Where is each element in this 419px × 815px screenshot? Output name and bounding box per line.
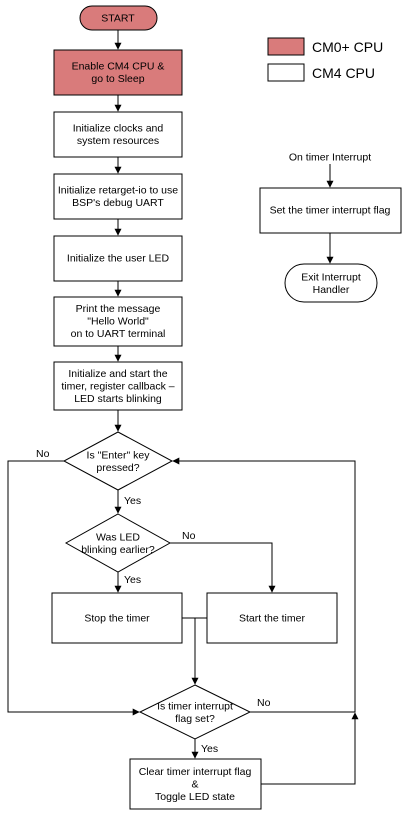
init-timer-box — [53, 361, 183, 411]
stop-timer-label: Stop the timer — [84, 613, 150, 625]
start-timer-box — [206, 592, 338, 644]
legend-cm0-swatch — [267, 37, 305, 56]
enable-cm4-label: Enable CM4 CPU &go to Sleep — [72, 60, 165, 85]
exit-handler-terminator — [284, 263, 378, 303]
clear-flag-line: Clear timer interrupt flag — [139, 766, 252, 778]
edge-stop-merge — [182, 617, 199, 685]
on-timer-line: On timer Interrupt — [289, 152, 371, 164]
edge-enter-no — [7, 460, 140, 716]
edge-label-blink-no: No — [182, 530, 196, 542]
init-timer-line: LED starts blinking — [74, 393, 162, 405]
init-timer-line: timer, register callback – — [61, 381, 174, 393]
legend-cm4-swatch — [267, 63, 305, 82]
init-timer-line: Initialize and start the — [68, 368, 167, 380]
edge-label-flag-no: No — [257, 697, 271, 709]
print-msg-label: Print the message"Hello World"on to UART… — [71, 303, 166, 340]
edge-blink-no — [170, 542, 276, 593]
start-label: START — [101, 13, 135, 25]
set-flag-line: Set the timer interrupt flag — [270, 205, 391, 217]
start-line: START — [101, 13, 135, 25]
init-clocks-line: Initialize clocks and — [73, 122, 164, 134]
legend-cm0-label: CM0+ CPU — [312, 39, 383, 55]
edge-label-blink-yes: Yes — [124, 574, 141, 586]
enable-cm4-box — [53, 49, 183, 96]
edge-flag-no — [172, 457, 356, 713]
led-blinking-line: blinking earlier? — [81, 544, 155, 556]
on-timer-label: On timer Interrupt — [289, 152, 371, 164]
init-led-box — [53, 235, 183, 282]
print-msg-line: Print the message — [76, 303, 161, 315]
init-clocks-line: system resources — [77, 135, 159, 147]
init-led-line: Initialize the user LED — [67, 253, 170, 265]
stop-timer-box — [51, 592, 183, 644]
stop-timer-line: Stop the timer — [84, 613, 150, 625]
clear-flag-line: Toggle LED state — [155, 791, 235, 803]
enable-cm4-line: go to Sleep — [91, 73, 144, 85]
start-timer-label: Start the timer — [239, 613, 305, 625]
edge-clear-return — [261, 712, 359, 785]
led-blinking-line: Was LED — [96, 531, 140, 543]
flag-set-line: Is timer interrupt — [157, 700, 233, 712]
edge-label-enter-no: No — [36, 448, 50, 460]
edge-label-flag-yes: Yes — [201, 743, 218, 755]
clear-flag-label: Clear timer interrupt flag&Toggle LED st… — [139, 766, 252, 803]
enter-key-line: pressed? — [96, 462, 139, 474]
enable-cm4-line: Enable CM4 CPU & — [72, 60, 165, 72]
edge-label-enter-yes: Yes — [124, 495, 141, 507]
print-msg-line: on to UART terminal — [71, 328, 166, 340]
init-led-label: Initialize the user LED — [67, 253, 170, 265]
enter-key-line: Is "Enter" key — [87, 449, 151, 461]
set-flag-box — [259, 187, 402, 234]
init-retarget-line: Initialize retarget-io to use — [58, 184, 178, 196]
init-clocks-box — [53, 111, 183, 158]
set-flag-label: Set the timer interrupt flag — [270, 205, 391, 217]
start-timer-line: Start the timer — [239, 613, 305, 625]
flag-set-line: flag set? — [175, 713, 215, 725]
print-msg-box — [53, 296, 183, 347]
clear-flag-line: & — [191, 779, 198, 791]
init-retarget-box — [53, 173, 183, 220]
print-msg-line: "Hello World" — [87, 316, 149, 328]
exit-handler-line: Exit Interrupt — [301, 271, 361, 283]
legend-cm4-label: CM4 CPU — [312, 65, 375, 81]
exit-handler-line: Handler — [313, 284, 350, 296]
clear-flag-box — [129, 758, 262, 810]
init-retarget-line: BSP's debug UART — [72, 197, 164, 209]
